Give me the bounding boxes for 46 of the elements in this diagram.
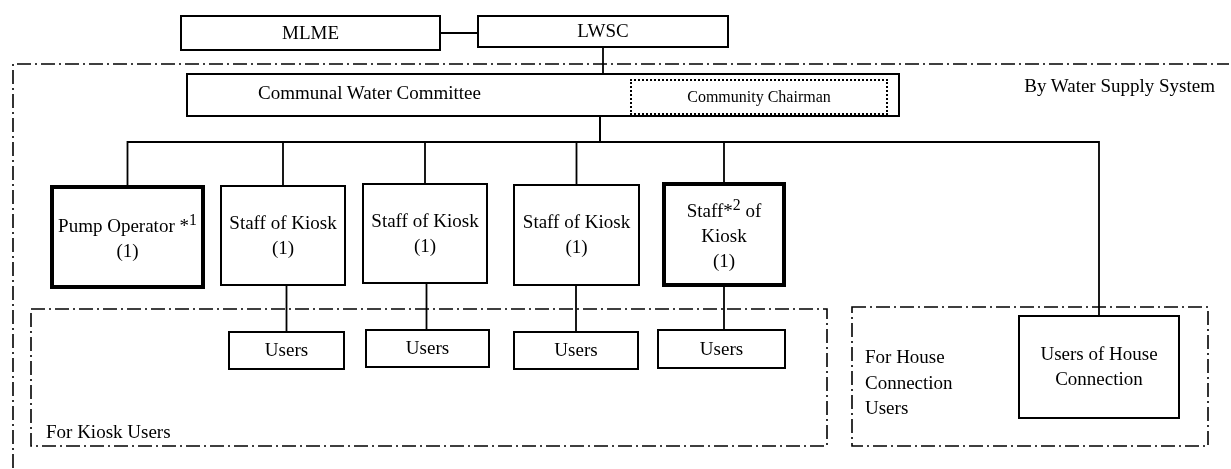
user-box (365, 329, 490, 368)
role-box (50, 185, 205, 289)
box-label: Communal Water Committee (258, 80, 481, 105)
connector-line (602, 47, 604, 74)
box-label: Staff of Kiosk (229, 210, 337, 235)
org-box (477, 15, 729, 48)
box-label: Users (554, 338, 598, 363)
user-box (657, 329, 786, 369)
group-label: For House Connection Users (865, 345, 954, 421)
role-box (220, 185, 346, 286)
connector-line (599, 116, 1100, 316)
user-box (1018, 315, 1180, 419)
role-box (662, 182, 786, 287)
group-label: By Water Supply System (1024, 74, 1215, 98)
user-box (228, 331, 345, 370)
box-label: (1) (271, 235, 295, 260)
box-label: MLME (282, 20, 339, 45)
org-box (180, 15, 441, 51)
connector-line (440, 32, 478, 34)
connector-line (575, 285, 577, 332)
connector-line (285, 285, 288, 332)
box-label: (1) (712, 249, 736, 273)
role-box (513, 184, 640, 286)
committee-box (186, 73, 900, 117)
box-label: Users of House Connection (1039, 342, 1159, 391)
box-label: (1) (565, 235, 588, 259)
box-label: Staff of Kiosk (522, 210, 631, 235)
connector-line (425, 283, 428, 330)
user-group-boundary (851, 306, 1209, 447)
user-group-boundary (30, 308, 828, 447)
box-label: (1) (413, 233, 437, 258)
user-box (513, 331, 639, 370)
system-boundary (12, 63, 1229, 468)
box-label: Users (264, 338, 309, 363)
box-label: Staff of Kiosk (371, 208, 479, 233)
box-label: Users (405, 336, 450, 361)
box-label: Staff*$^{2}$ of Kiosk (685, 195, 763, 249)
box-label: Users (699, 336, 744, 361)
box-label: Pump Operator *$^{1}$ (58, 210, 197, 239)
box-label: Community Chairman (687, 86, 831, 108)
role-box (362, 183, 488, 284)
connector-line (723, 286, 725, 330)
box-label: LWSC (577, 19, 629, 44)
chairman-box (630, 79, 888, 115)
group-label: For Kiosk Users (46, 420, 171, 445)
box-label: (1) (116, 239, 139, 264)
